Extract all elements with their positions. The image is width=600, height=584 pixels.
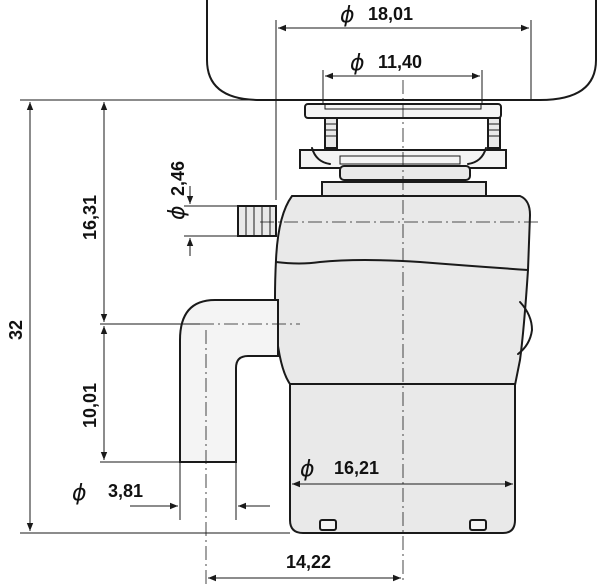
dim-top-flange-diameter: 18,01 [368, 4, 413, 24]
phi-symbol-body: ϕ [300, 457, 315, 482]
dim-outlet-diameter: 3,81 [108, 481, 143, 501]
phi-symbol-flange: ϕ [350, 51, 365, 76]
dishwasher-inlet [237, 205, 277, 237]
dim-inlet-diameter: 2,46 [168, 161, 188, 196]
dimension-lines [26, 24, 529, 582]
dim-outlet-height: 10,01 [80, 383, 100, 428]
phi-symbol-outlet: ϕ [72, 481, 87, 506]
body-collar [321, 181, 487, 197]
outlet-elbow [179, 299, 279, 463]
base-feet [319, 519, 487, 531]
dim-outlet-offset: 14,22 [286, 552, 331, 572]
dim-sink-flange-diameter: 11,40 [378, 52, 422, 72]
dim-total-height: 32 [6, 320, 26, 340]
disposer-body [274, 195, 532, 534]
dim-upper-height: 16,31 [80, 195, 100, 240]
dim-body-diameter: 16,21 [334, 458, 379, 478]
phi-symbol-inlet: ϕ [165, 205, 190, 220]
extension-lines [20, 20, 532, 534]
phi-symbol-top: ϕ [340, 3, 355, 28]
body-seam [275, 259, 529, 271]
mounting-bolts [324, 117, 501, 149]
reset-button [517, 301, 533, 355]
centerlines [200, 80, 540, 584]
